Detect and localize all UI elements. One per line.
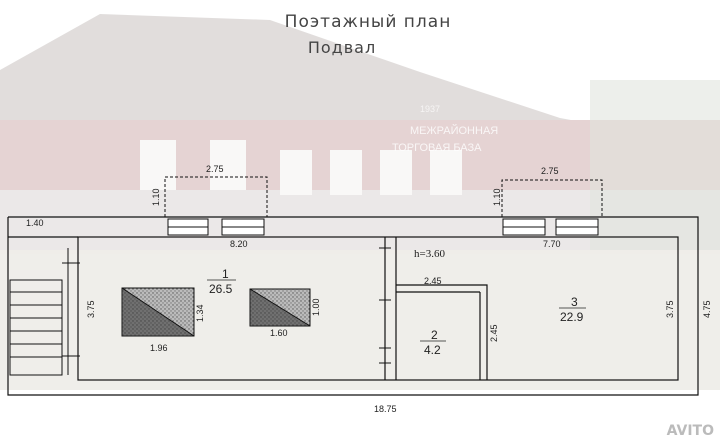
room-2-number: 2: [431, 328, 438, 342]
room-2-label: 2 4.2: [420, 328, 446, 357]
dim-left-segment: 8.20: [230, 239, 248, 249]
dim-right-wall-outer: 4.75: [702, 300, 712, 318]
dim-pillar1-depth: 1.34: [195, 304, 205, 322]
room-3-label: 3 22.9: [559, 295, 586, 324]
dim-left-well-width: 2.75: [206, 164, 224, 174]
room-1-number: 1: [222, 267, 229, 281]
dim-right-wall-inner: 3.75: [665, 300, 675, 318]
plan-subtitle: Подвал: [307, 38, 377, 57]
room-3-area: 22.9: [560, 310, 584, 324]
outer-wall: [7, 216, 699, 396]
dim-right-well-depth: 1.10: [492, 188, 502, 206]
staircase: [9, 247, 391, 376]
dim-left-wall-height: 3.75: [86, 300, 96, 318]
dim-left-well-depth: 1.10: [151, 188, 161, 206]
room-2-area: 4.2: [424, 343, 441, 357]
sign-line1: МЕЖРАЙОННАЯ: [410, 124, 498, 137]
dim-right-well-width: 2.75: [541, 166, 559, 176]
pillar-1: [121, 287, 195, 337]
avito-watermark: AVITO: [666, 423, 714, 439]
sign-line2: ТОРГОВАЯ БАЗА: [392, 142, 482, 154]
room-3-number: 3: [571, 295, 578, 309]
dim-total-length: 18.75: [374, 404, 397, 414]
window-well-right: [501, 179, 603, 217]
room-1-label: 1 26.5: [207, 267, 236, 296]
dim-pillar1-width: 1.96: [150, 343, 168, 353]
pillar-2: [249, 288, 311, 327]
window-well-left: [164, 176, 268, 217]
room-1-area: 26.5: [209, 282, 233, 296]
dim-top-left-offset: 1.40: [26, 218, 44, 228]
dim-room2-depth: 2.45: [489, 324, 499, 342]
dim-right-segment: 7.70: [543, 239, 561, 249]
dim-pillar2-width: 1.60: [270, 328, 288, 338]
dim-ceiling-height: h=3.60: [414, 248, 445, 260]
dim-pillar2-depth: 1.00: [311, 298, 321, 316]
dim-room2-width: 2.45: [424, 276, 442, 286]
inner-wall: [77, 236, 679, 381]
plan-title: Поэтажный план: [284, 12, 452, 32]
sign-year: 1937: [420, 104, 440, 114]
